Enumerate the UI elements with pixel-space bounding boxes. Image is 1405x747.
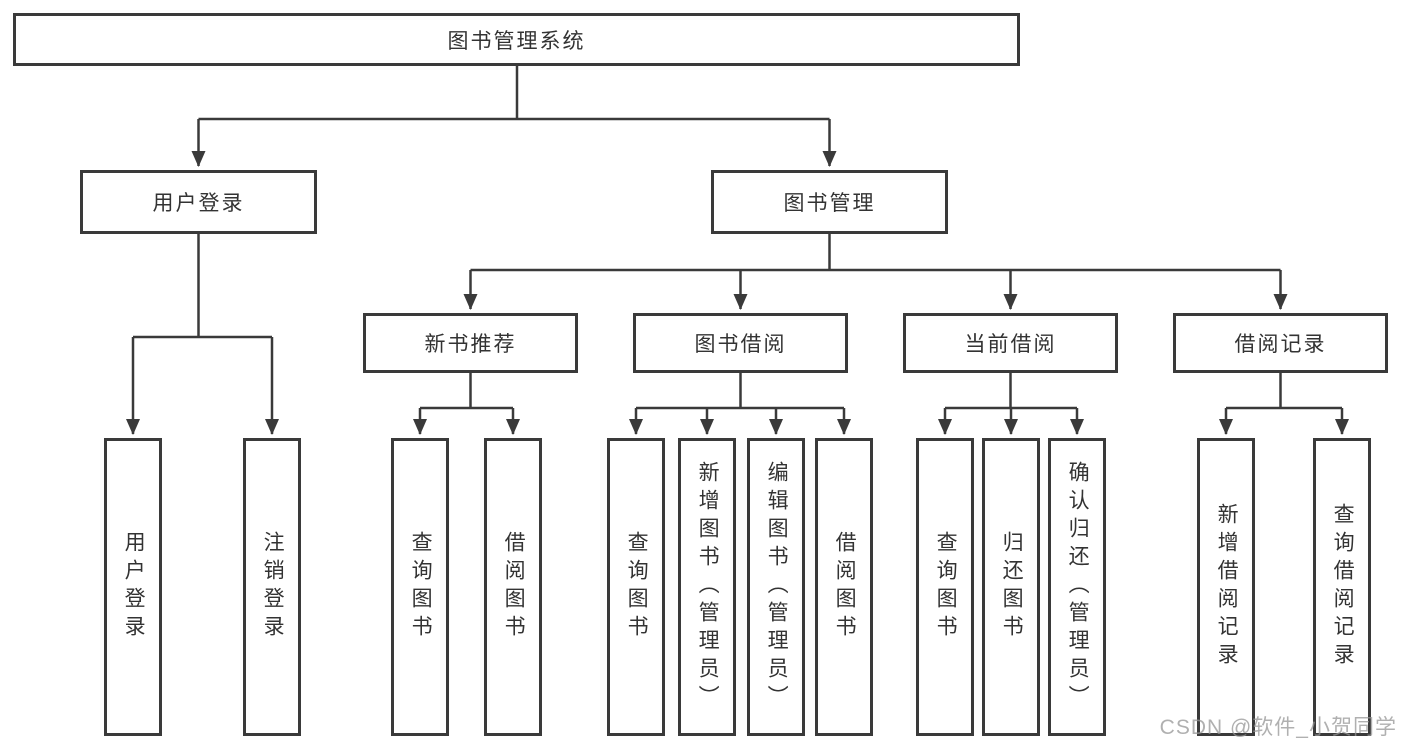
leaf-query-books-current-label: 查询图书 (934, 531, 958, 643)
node-user-login-branch: 用户登录 (80, 170, 317, 234)
leaf-logout-label: 注销登录 (261, 531, 285, 643)
node-borrowing-records: 借阅记录 (1173, 313, 1388, 373)
node-library-management-system: 图书管理系统 (13, 13, 1020, 66)
node-user-login-branch-label: 用户登录 (152, 192, 245, 215)
leaf-query-borrow-record-label: 查询借阅记录 (1331, 503, 1355, 671)
node-current-borrowing: 当前借阅 (903, 313, 1118, 373)
leaf-logout: 注销登录 (243, 438, 301, 736)
node-new-book-recommend-label: 新书推荐 (424, 333, 517, 356)
leaf-query-books-borrowing-label: 查询图书 (625, 531, 649, 643)
leaf-user-login-label: 用户登录 (122, 531, 146, 643)
leaf-query-books-recommend-label: 查询图书 (409, 531, 433, 643)
leaf-query-books-recommend: 查询图书 (391, 438, 449, 736)
leaf-confirm-return-admin: 确认归还（管理员） (1048, 438, 1106, 736)
leaf-add-books-admin: 新增图书（管理员） (678, 438, 736, 736)
node-current-borrowing-label: 当前借阅 (964, 333, 1057, 356)
node-book-management-branch-label: 图书管理 (783, 192, 876, 215)
leaf-query-books-current: 查询图书 (916, 438, 974, 736)
node-book-management-branch: 图书管理 (711, 170, 948, 234)
node-library-management-system-label: 图书管理系统 (447, 29, 586, 53)
leaf-return-books-label: 归还图书 (1000, 531, 1024, 643)
leaf-borrow-books: 借阅图书 (815, 438, 873, 736)
leaf-borrow-books-label: 借阅图书 (833, 531, 857, 643)
node-book-borrowing-label: 图书借阅 (694, 333, 787, 356)
leaf-add-books-admin-label: 新增图书（管理员） (696, 461, 720, 713)
leaf-query-borrow-record: 查询借阅记录 (1313, 438, 1371, 736)
leaf-confirm-return-admin-label: 确认归还（管理员） (1066, 461, 1090, 713)
leaf-borrow-books-recommend-label: 借阅图书 (502, 531, 526, 643)
leaf-query-books-borrowing: 查询图书 (607, 438, 665, 736)
leaf-edit-books-admin: 编辑图书（管理员） (747, 438, 805, 736)
leaf-edit-books-admin-label: 编辑图书（管理员） (765, 461, 789, 713)
csdn-watermark: CSDN @软件_小贺同学 (1159, 716, 1397, 739)
leaf-user-login: 用户登录 (104, 438, 162, 736)
node-book-borrowing: 图书借阅 (633, 313, 848, 373)
leaf-add-borrow-record: 新增借阅记录 (1197, 438, 1255, 736)
leaf-borrow-books-recommend: 借阅图书 (484, 438, 542, 736)
leaf-return-books: 归还图书 (982, 438, 1040, 736)
node-borrowing-records-label: 借阅记录 (1234, 333, 1327, 356)
node-new-book-recommend: 新书推荐 (363, 313, 578, 373)
leaf-add-borrow-record-label: 新增借阅记录 (1215, 503, 1239, 671)
